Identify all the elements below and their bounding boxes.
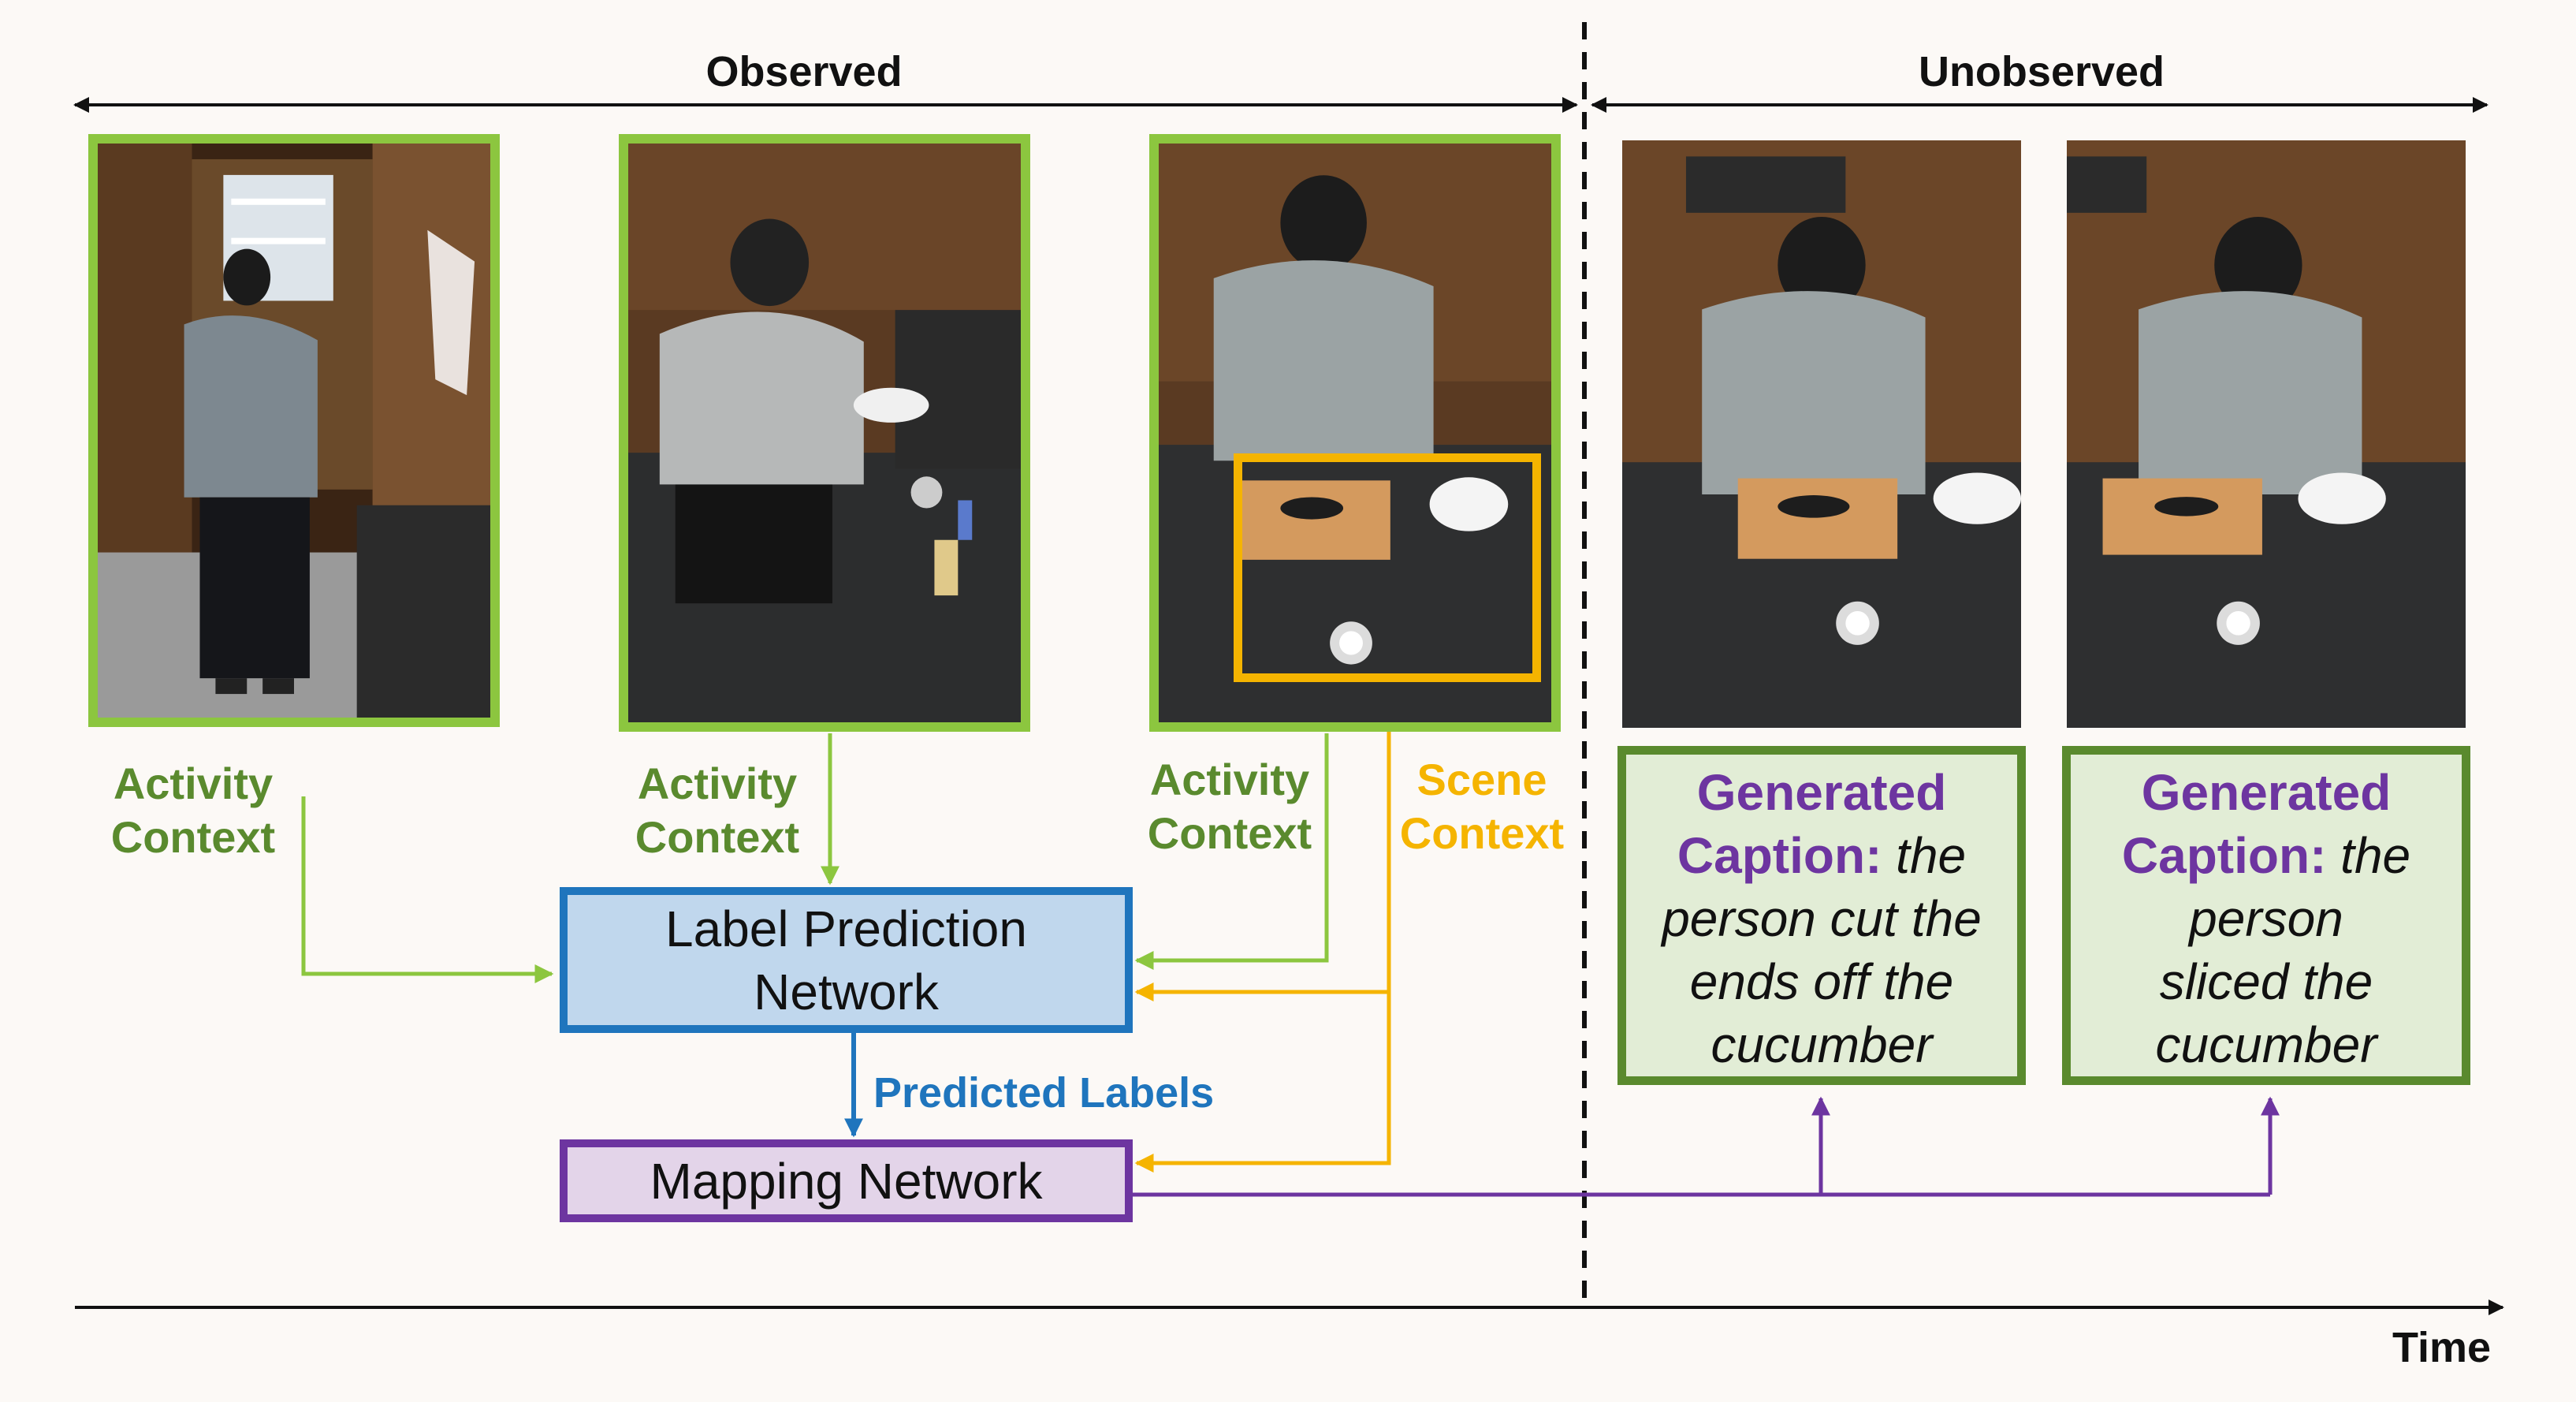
activity-context-label-1: Activity Context [79,757,307,864]
caption-1-text-line1: person cut the [1662,890,1982,947]
sink-scene-image [628,144,1021,722]
activity-context-label-3-line2: Context [1147,808,1312,858]
activity-arrow-3 [1134,733,1329,970]
label-prediction-network-box: Label Prediction Network [560,887,1133,1033]
caption-2-prefix-line2: Caption: [2121,827,2327,884]
caption-1-text-inline: the [1896,827,1967,884]
caption-2-text-line1: person [2189,890,2343,947]
predicted-scene-image-1 [1622,140,2021,728]
caption-1-text-line2: ends off the [1689,953,1954,1010]
scene-context-label-line1: Scene [1416,755,1547,804]
caption-2-prefix-line1: Generated [2141,764,2392,821]
observed-frame-2 [619,134,1030,732]
scene-context-label-line2: Context [1399,808,1565,858]
activity-context-label-2: Activity Context [603,757,832,864]
cutting-scene-image [1159,144,1551,722]
activity-context-label-1-line2: Context [110,812,276,862]
unobserved-frame-2 [2067,140,2466,728]
mapping-network-box: Mapping Network [560,1139,1133,1222]
caption-2-text-line2: sliced the [2159,953,2373,1010]
scene-context-box [1234,453,1541,682]
caption-2-text-inline: the [2340,827,2411,884]
activity-context-label-2-line1: Activity [637,759,798,808]
label-prediction-line1: Label Prediction [665,900,1027,957]
scene-arrow-to-mapping [1134,992,1391,1173]
caption-1-prefix-line1: Generated [1696,764,1947,821]
caption-2-text-line3: cucumber [2155,1016,2377,1073]
label-prediction-line2: Network [754,963,939,1020]
unobserved-label: Unobserved [1918,48,2165,95]
fridge-scene-image [98,144,490,718]
predicted-scene-image-2 [2067,140,2466,728]
observed-frame-3 [1149,134,1561,732]
scene-context-label: Scene Context [1368,753,1596,860]
activity-context-label-3-line1: Activity [1149,755,1310,804]
mapping-network-label: Mapping Network [650,1152,1043,1210]
observed-label: Observed [705,48,903,95]
unobserved-frame-1 [1622,140,2021,728]
predicted-labels-label: Predicted Labels [873,1069,1215,1117]
activity-context-label-2-line2: Context [635,812,800,862]
activity-arrow-1 [301,796,554,983]
generated-caption-box-2: Generated Caption: the person sliced the… [2062,746,2470,1085]
time-label: Time [2392,1324,2491,1371]
generated-caption-box-1: Generated Caption: the person cut the en… [1617,746,2026,1085]
activity-context-label-1-line1: Activity [113,759,274,808]
caption-1-text-line3: cucumber [1711,1016,1933,1073]
activity-context-label-3: Activity Context [1115,753,1344,860]
observed-frame-1 [88,134,500,727]
caption-1-prefix-line2: Caption: [1677,827,1882,884]
